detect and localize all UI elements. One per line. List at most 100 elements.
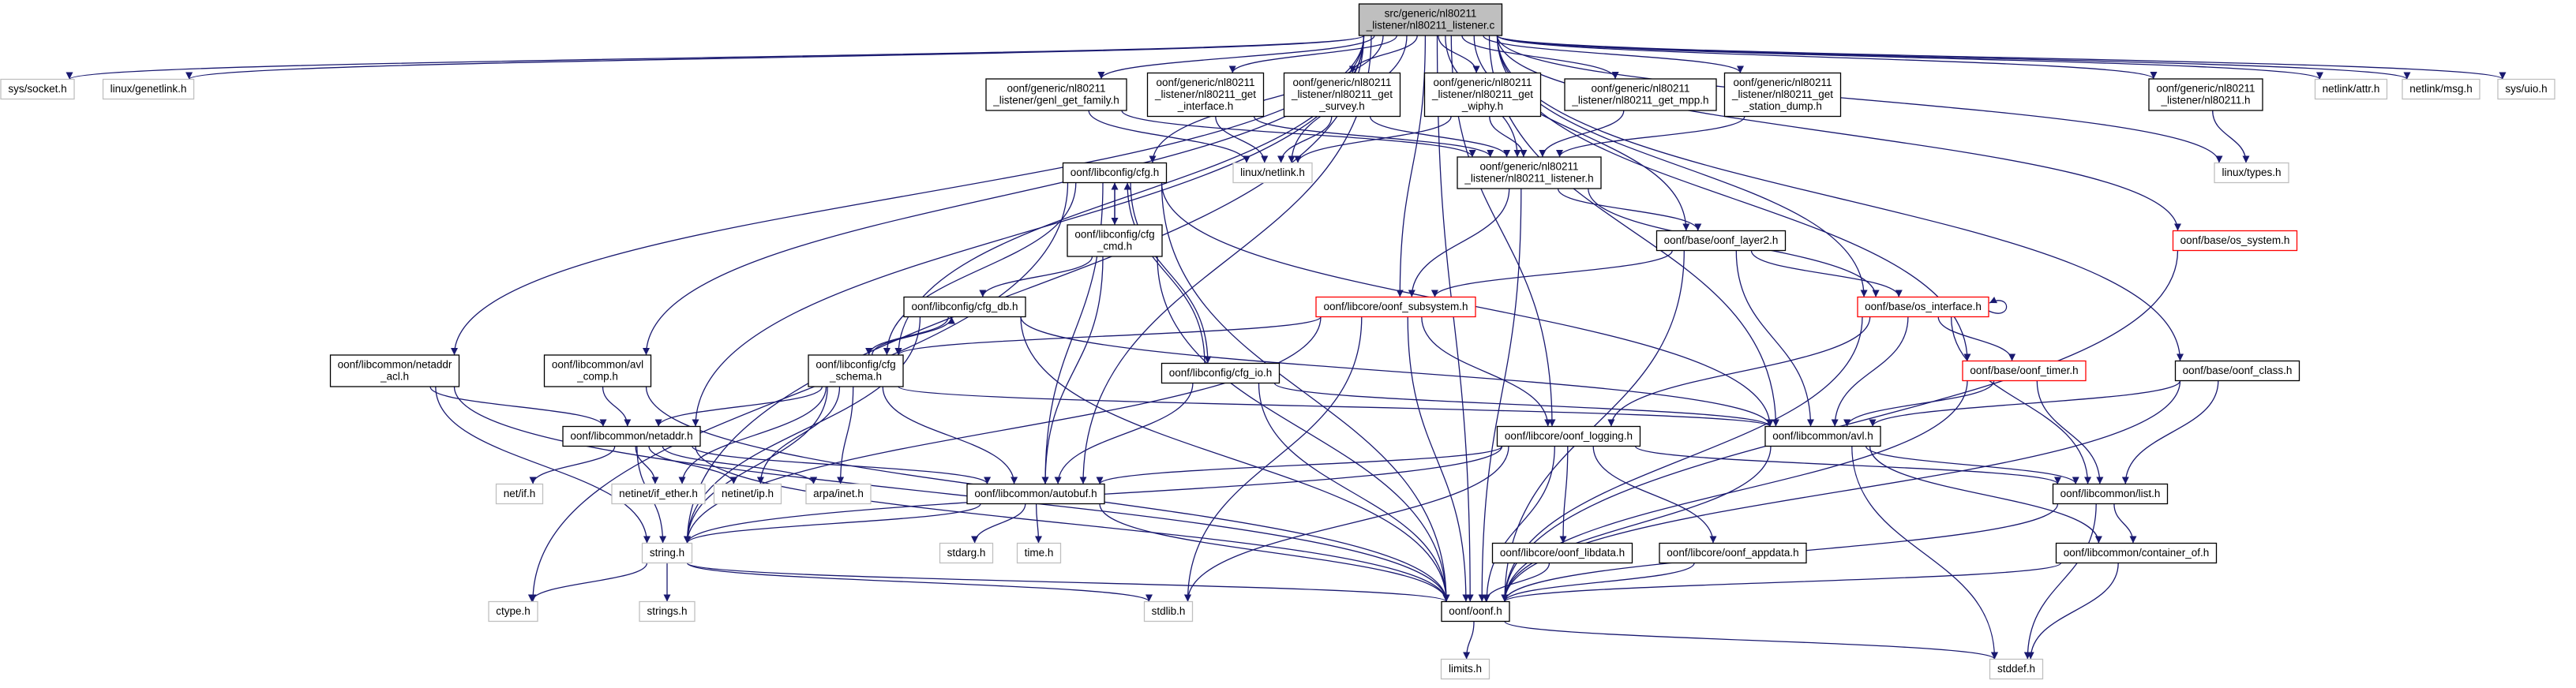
node-box: [488, 600, 538, 623]
edge-netaddr-acl-to-netaddr: [429, 386, 607, 427]
node-box: [2172, 230, 2298, 252]
node-label-line: arpa/inet.h: [813, 488, 864, 499]
node-box: [805, 483, 872, 505]
node-nl-h[interactable]: oonf/generic/nl80211_listener/nl80211.h: [2148, 78, 2263, 111]
edge-nl-h-to-types: [2212, 110, 2250, 163]
edge-os-interface-to-oonf-timer: [1937, 316, 2016, 361]
node-autobuf[interactable]: oonf/libcommon/autobuf.h: [966, 483, 1105, 505]
node-oonf[interactable]: oonf/oonf.h: [1441, 600, 1510, 623]
node-oonf-class[interactable]: oonf/base/oonf_class.h: [2174, 360, 2300, 382]
node-types[interactable]: linux/types.h: [2214, 162, 2289, 184]
node-socket[interactable]: sys/socket.h: [0, 78, 75, 100]
node-time[interactable]: time.h: [1016, 542, 1062, 564]
edge-listener-to-subsystem: [1408, 188, 1510, 297]
node-os-interface[interactable]: oonf/base/os_interface.h: [1857, 296, 1989, 318]
node-box: [0, 78, 75, 100]
edge-cfg-io-to-cfg: [1123, 182, 1206, 364]
node-get-wiphy[interactable]: oonf/generic/nl80211_listener/nl80211_ge…: [1423, 72, 1542, 118]
node-box: [1857, 296, 1989, 318]
edge-get-mpp-to-listener: [1539, 110, 1625, 158]
node-label-line: _listener/nl80211.h: [2160, 95, 2250, 107]
edge-oonf-logging-to-list: [1634, 445, 2061, 485]
edge-list-to-stddef: [2023, 503, 2097, 660]
node-uio[interactable]: sys/uio.h: [2497, 78, 2555, 100]
node-layer2[interactable]: oonf/base/oonf_layer2.h: [1655, 230, 1787, 252]
node-net-if[interactable]: net/if.h: [495, 483, 544, 505]
node-label-line: oonf/base/oonf_timer.h: [1970, 365, 2078, 376]
node-box: [966, 483, 1105, 505]
edge-get-interface-to-netlink: [1215, 116, 1269, 163]
edge-os-interface-to-avl: [1831, 316, 1909, 427]
node-box: [329, 354, 460, 387]
node-box: [903, 296, 1026, 318]
edge-cfg-io-to-oonf: [1258, 383, 1450, 602]
edge-cfg-to-ctype: [529, 182, 1069, 602]
node-box: [562, 425, 701, 447]
node-genetlink[interactable]: linux/genetlink.h: [102, 78, 195, 100]
node-list[interactable]: oonf/libcommon/list.h: [2052, 483, 2169, 505]
node-get-interface[interactable]: oonf/generic/nl80211_listener/nl80211_ge…: [1146, 72, 1265, 118]
node-cfg-io[interactable]: oonf/libconfig/cfg_io.h: [1161, 362, 1281, 384]
node-label-line: _listener/nl80211_get: [1431, 88, 1533, 100]
edge-get-wiphy-to-netlink: [1294, 116, 1452, 163]
node-netaddr-acl[interactable]: oonf/libcommon/netaddr_acl.h: [329, 354, 460, 387]
edge-root-to-subsystem: [1396, 35, 1427, 297]
node-stdlib[interactable]: stdlib.h: [1143, 600, 1194, 623]
node-libdata[interactable]: oonf/libcore/oonf_libdata.h: [1491, 542, 1633, 564]
node-label-line: oonf/libcommon/avl.h: [1772, 430, 1873, 442]
node-root[interactable]: src/generic/nl80211_listener/nl80211_lis…: [1358, 3, 1503, 36]
node-label-line: linux/types.h: [2222, 166, 2281, 178]
node-if-ether[interactable]: netinet/if_ether.h: [611, 483, 706, 505]
node-strings[interactable]: strings.h: [639, 600, 696, 623]
edge-string-to-stdlib: [686, 562, 1153, 603]
edge-netaddr-to-arpa-inet: [662, 446, 818, 484]
node-station-dump[interactable]: oonf/generic/nl80211_listener/nl80211_ge…: [1723, 72, 1842, 118]
node-box: [1283, 72, 1401, 118]
node-netaddr[interactable]: oonf/libcommon/netaddr.h: [562, 425, 701, 447]
node-string[interactable]: string.h: [641, 542, 693, 564]
node-get-survey[interactable]: oonf/generic/nl80211_listener/nl80211_ge…: [1283, 72, 1401, 118]
node-box: [102, 78, 195, 100]
node-box: [985, 78, 1127, 111]
node-appdata[interactable]: oonf/libcore/oonf_appdata.h: [1659, 542, 1807, 564]
node-label-line: oonf/libconfig/cfg: [1074, 229, 1154, 241]
node-label-line: _listener/nl80211_get: [1731, 88, 1833, 100]
node-avl[interactable]: oonf/libcommon/avl.h: [1764, 425, 1881, 447]
edge-get-survey-to-listener: [1369, 116, 1511, 158]
node-oonf-logging[interactable]: oonf/libcore/oonf_logging.h: [1496, 425, 1641, 447]
node-get-mpp[interactable]: oonf/generic/nl80211_listener/nl80211_ge…: [1564, 78, 1717, 111]
node-label-line: sys/socket.h: [8, 83, 66, 95]
node-box: [1161, 362, 1281, 384]
node-ctype[interactable]: ctype.h: [488, 600, 538, 623]
node-netinet-ip[interactable]: netinet/ip.h: [713, 483, 782, 505]
node-label-line: netlink/attr.h: [2323, 83, 2380, 95]
node-limits[interactable]: limits.h: [1440, 658, 1490, 680]
node-subsystem[interactable]: oonf/libcore/oonf_subsystem.h: [1315, 296, 1476, 318]
node-msg[interactable]: netlink/msg.h: [2402, 78, 2480, 100]
node-box: [495, 483, 544, 505]
node-label-line: oonf/libcommon/netaddr.h: [570, 430, 692, 442]
node-box: [1440, 658, 1490, 680]
node-genl-family[interactable]: oonf/generic/nl80211_listener/genl_get_f…: [985, 78, 1127, 111]
node-box: [1315, 296, 1476, 318]
node-attr[interactable]: netlink/attr.h: [2314, 78, 2388, 100]
edge-root-to-autobuf: [1079, 35, 1372, 484]
node-listener[interactable]: oonf/generic/nl80211_listener/nl80211_li…: [1457, 156, 1602, 189]
node-label-line: oonf/libconfig/cfg_db.h: [911, 301, 1018, 312]
node-container-of[interactable]: oonf/libcommon/container_of.h: [2055, 542, 2218, 564]
node-cfg-schema[interactable]: oonf/libconfig/cfg_schema.h: [808, 354, 904, 387]
node-os-system[interactable]: oonf/base/os_system.h: [2172, 230, 2298, 252]
node-label-line: string.h: [650, 547, 684, 559]
node-avl-comp[interactable]: oonf/libcommon/avl_comp.h: [543, 354, 652, 387]
edge-cfg-to-cfg-io: [1130, 182, 1212, 364]
node-stddef[interactable]: stddef.h: [1989, 658, 2044, 680]
node-cfg-db[interactable]: oonf/libconfig/cfg_db.h: [903, 296, 1026, 318]
node-arpa-inet[interactable]: arpa/inet.h: [805, 483, 872, 505]
node-label-line: _listener/nl80211_get: [1291, 88, 1393, 100]
node-oonf-timer[interactable]: oonf/base/oonf_timer.h: [1962, 360, 2087, 382]
node-netlink[interactable]: linux/netlink.h: [1232, 162, 1313, 184]
node-cfg[interactable]: oonf/libconfig/cfg.h: [1062, 162, 1168, 184]
node-cfg-cmd[interactable]: oonf/libconfig/cfg_cmd.h: [1067, 224, 1163, 257]
node-stdarg[interactable]: stdarg.h: [939, 542, 994, 564]
edge-listener-to-oonf: [1478, 188, 1522, 602]
